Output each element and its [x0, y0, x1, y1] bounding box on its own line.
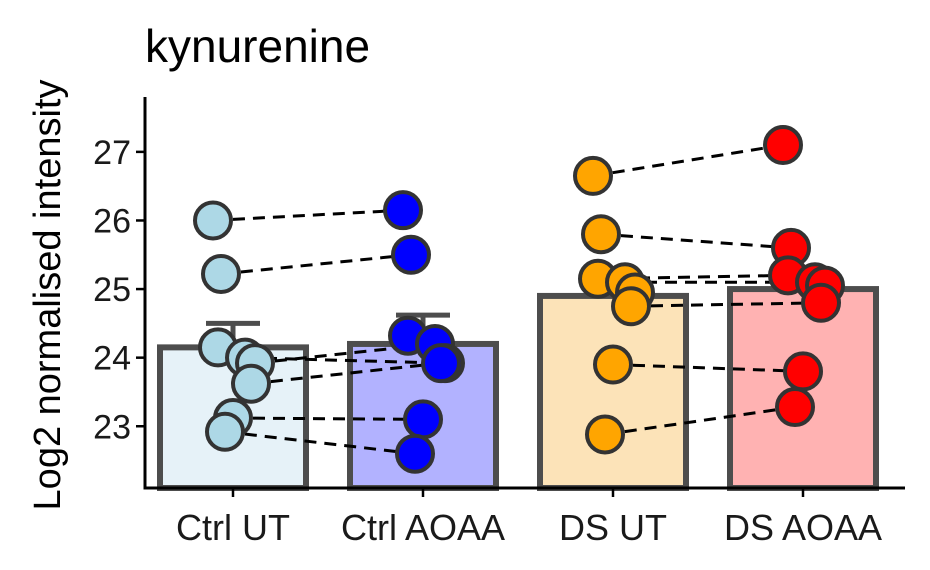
chart-title: kynurenine	[145, 20, 370, 72]
data-point	[395, 433, 435, 474]
data-point	[585, 414, 625, 455]
pair-line	[600, 232, 792, 250]
data-point	[801, 282, 841, 323]
x-tick-label: DS UT	[559, 507, 667, 548]
ticks-layer: Ctrl UT Ctrl AOAA DS UT DS AOAA 23 24 25 26 27	[93, 134, 882, 548]
data-point	[193, 200, 233, 241]
pair-line	[250, 361, 442, 386]
data-point	[611, 286, 651, 327]
data-point	[231, 363, 271, 404]
y-axis-label: Log2 normalised intensity	[27, 80, 69, 511]
data-point	[391, 234, 431, 275]
axes-layer	[143, 97, 905, 490]
x-tick-label: DS AOAA	[724, 507, 882, 548]
points-layer	[193, 125, 845, 474]
y-tick-label: 23	[93, 408, 131, 446]
x-tick-label: Ctrl AOAA	[341, 507, 505, 548]
x-tick-label: Ctrl UT	[176, 507, 290, 548]
pair-lines-layer	[212, 143, 822, 456]
data-point	[581, 214, 621, 255]
pair-line	[630, 301, 822, 308]
pair-line	[604, 405, 796, 436]
pair-line	[232, 416, 424, 421]
pair-line	[612, 363, 804, 373]
data-point	[383, 190, 423, 231]
data-point	[205, 411, 245, 452]
data-point	[201, 253, 241, 294]
y-tick-label: 27	[93, 134, 131, 172]
pair-line	[592, 143, 784, 178]
pair-line	[244, 356, 446, 365]
data-point	[421, 343, 461, 384]
data-point	[593, 344, 633, 385]
pair-line	[220, 253, 412, 276]
data-point	[783, 351, 823, 392]
y-tick-label: 26	[93, 202, 131, 240]
data-point	[403, 399, 443, 440]
pair-line	[224, 430, 416, 456]
data-point	[775, 387, 815, 428]
y-tick-label: 25	[93, 271, 131, 309]
bar	[537, 292, 689, 491]
data-point	[763, 125, 803, 166]
pair-line	[212, 208, 404, 222]
data-point	[573, 155, 613, 196]
y-tick-label: 24	[93, 340, 131, 378]
